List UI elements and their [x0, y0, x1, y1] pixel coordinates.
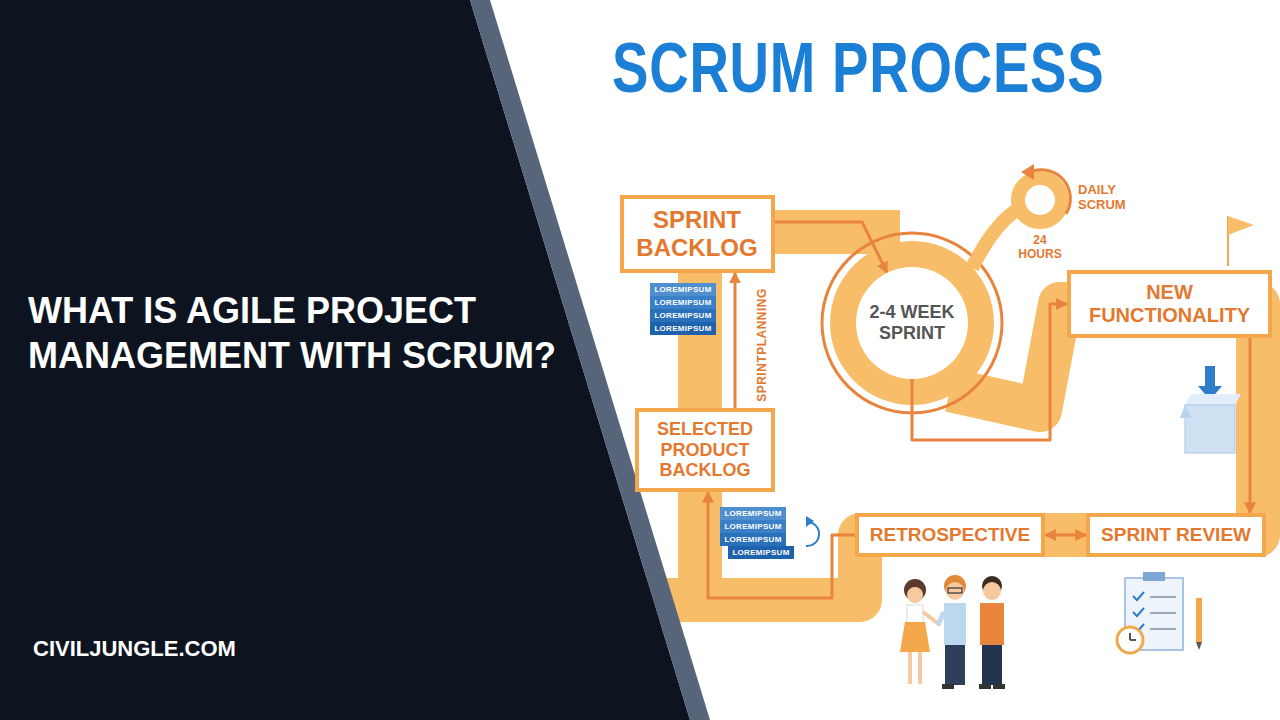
daily-loop [1018, 178, 1062, 222]
backlog-item: LOREMIPSUM [720, 507, 786, 520]
backlog-item: LOREMIPSUM [650, 283, 716, 296]
process-box: SPRINT BACKLOG [620, 195, 775, 272]
backlog-item: LOREMIPSUM [650, 322, 716, 335]
node-text: SPRINT REVIEW [1101, 524, 1251, 546]
flow-connector [734, 273, 737, 408]
flow-connector [708, 492, 855, 598]
flow-connector [1249, 338, 1252, 513]
node-text: 2-4 WEEK SPRINT [866, 302, 958, 343]
process-box: NEW FUNCTIONALITY [1067, 270, 1272, 338]
backlog-item: LOREMIPSUM [720, 533, 786, 546]
process-box: SPRINT REVIEW [1086, 513, 1266, 557]
team-figures [900, 575, 1005, 689]
curl-arrow [806, 516, 819, 546]
backlog-item: LOREMIPSUM [650, 309, 716, 322]
node-text: RETROSPECTIVE [870, 524, 1030, 546]
road [560, 232, 1258, 600]
diagram-title: SCRUM PROCESS [612, 30, 1105, 107]
page-heading: WHAT IS AGILE PROJECT MANAGEMENT WITH SC… [28, 288, 558, 378]
backlog-item: LOREMIPSUM [650, 296, 716, 309]
backlog-item: LOREMIPSUM [728, 546, 794, 559]
backlog-item: LOREMIPSUM [720, 520, 786, 533]
hours-label: 24 HOURS [1014, 234, 1066, 262]
site-name: CIVILJUNGLE.COM [33, 636, 236, 662]
node-text: NEW FUNCTIONALITY [1082, 281, 1257, 327]
node-text: SELECTED PRODUCT BACKLOG [650, 419, 760, 481]
daily-loop-road [972, 208, 1020, 268]
node-text: SPRINT BACKLOG [635, 206, 760, 261]
open-box-icon [1180, 366, 1241, 453]
process-box: RETROSPECTIVE [855, 513, 1045, 557]
process-box: SELECTED PRODUCT BACKLOG [635, 408, 775, 492]
flow-connector [775, 222, 888, 273]
edge-label: SPRINTPLANNING [755, 285, 769, 405]
daily-loop-arrowhead [1021, 164, 1034, 180]
flow-connector [1045, 534, 1086, 537]
daily-scrum-label: DAILY SCRUM [1078, 183, 1142, 213]
checklist-icon [1117, 572, 1202, 653]
flag-icon [1228, 216, 1254, 266]
sprint-circle: 2-4 WEEK SPRINT [856, 267, 968, 379]
daily-loop-arrow [1030, 170, 1070, 214]
